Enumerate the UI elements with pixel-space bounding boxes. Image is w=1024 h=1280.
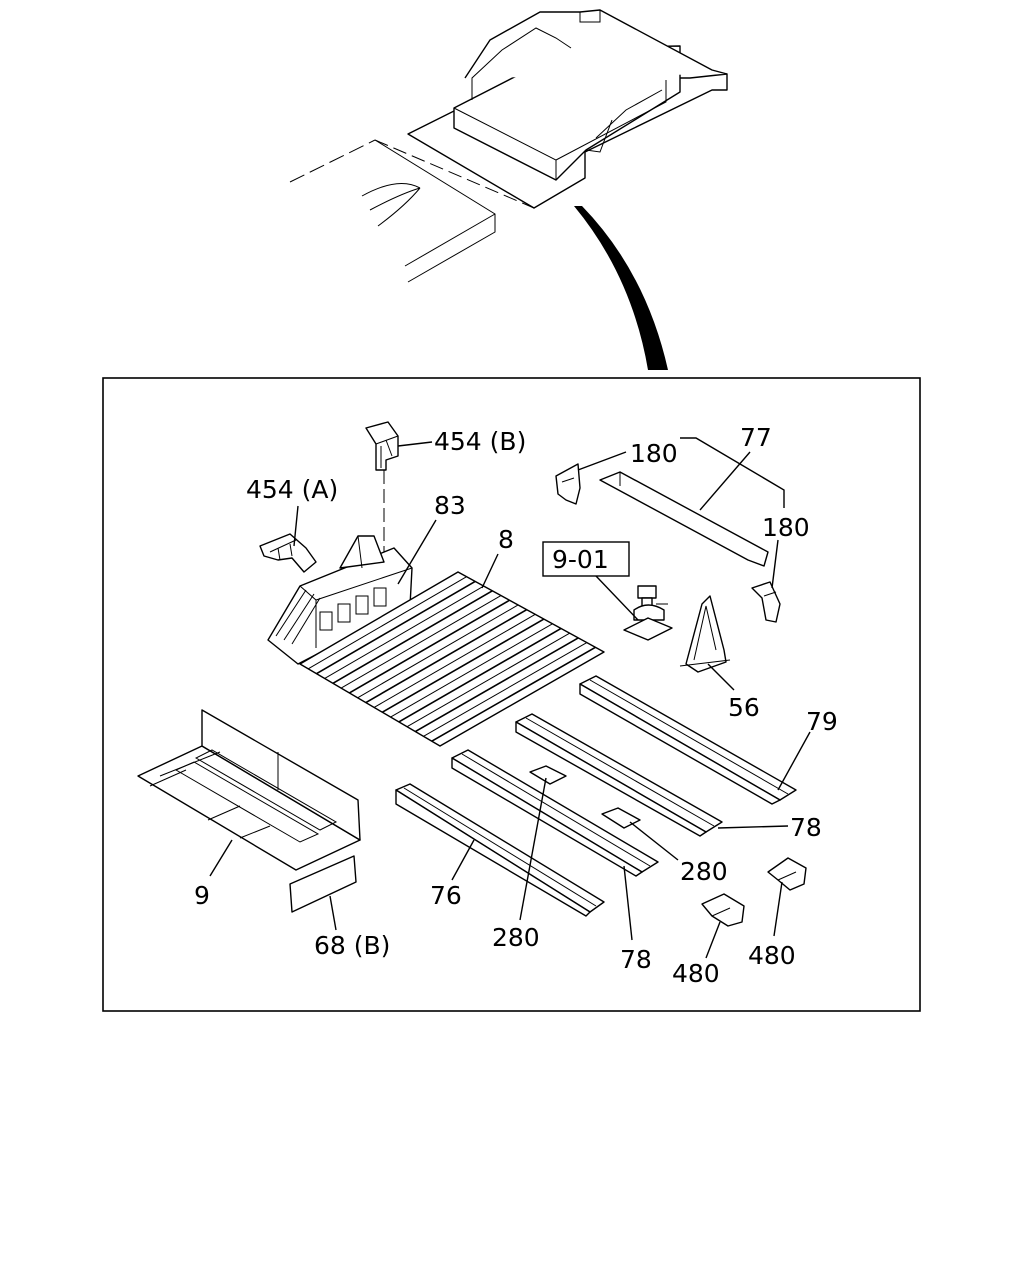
floor-rib [307,576,467,670]
floor-panel-8 [299,571,605,747]
callout-9: 9 [194,881,210,910]
floor-rib [381,618,545,713]
rail-78-lower [451,749,659,877]
bracket-454a [259,533,317,573]
rail-78-upper [515,713,723,837]
callout-8: 8 [498,525,514,554]
bracket-180-right [751,581,781,623]
detail-frame [102,377,921,1012]
bracket-480-right [767,857,807,891]
callout-56: 56 [728,693,760,722]
crossmember-77 [599,471,769,567]
floor-rib [349,599,510,694]
callout-9-01: 9-01 [552,545,609,574]
pad-280-center [529,765,567,785]
floor-rib [316,580,476,675]
callout-9-01-box [542,541,630,577]
callout-68b: 68 (B) [314,931,390,960]
callout-280-center: 280 [492,923,540,952]
callout-79: 79 [806,707,838,736]
bracket-480-left [701,893,745,927]
vehicle-overview-sketch [289,9,728,370]
bracket-180-top [555,463,581,505]
callout-76: 76 [430,881,462,910]
leader-lines [209,437,811,959]
callout-78-bottom: 78 [620,945,652,974]
floor-rib [406,632,570,728]
callout-180-right: 180 [762,513,810,542]
rail-79 [579,675,797,805]
floor-rib [414,637,579,733]
floor-rib [423,642,588,737]
jack-9-01 [623,585,673,641]
callout-78-right: 78 [790,813,822,842]
rear-floor-9 [137,709,361,871]
floor-rib [390,623,553,718]
console-83 [267,535,413,665]
callout-454a: 454 (A) [246,475,338,504]
callout-77: 77 [740,423,772,452]
callout-83: 83 [434,491,466,520]
floor-rib [373,613,536,708]
floor-rib [324,585,485,679]
callout-454b: 454 (B) [434,427,526,456]
floor-rib [332,590,493,684]
callout-480-right: 480 [748,941,796,970]
jack-holder-56 [679,595,731,673]
strip-68b [289,855,357,913]
callout-180-top: 180 [630,439,678,468]
zoom-arrow [574,206,668,370]
callout-480-left: 480 [672,959,720,988]
floor-rib [357,604,519,699]
callout-280-right: 280 [680,857,728,886]
rail-76 [395,783,605,917]
floor-rib [398,627,562,723]
floor-rib [365,608,528,704]
floor-rib [340,595,502,689]
floor-rib [431,646,596,742]
